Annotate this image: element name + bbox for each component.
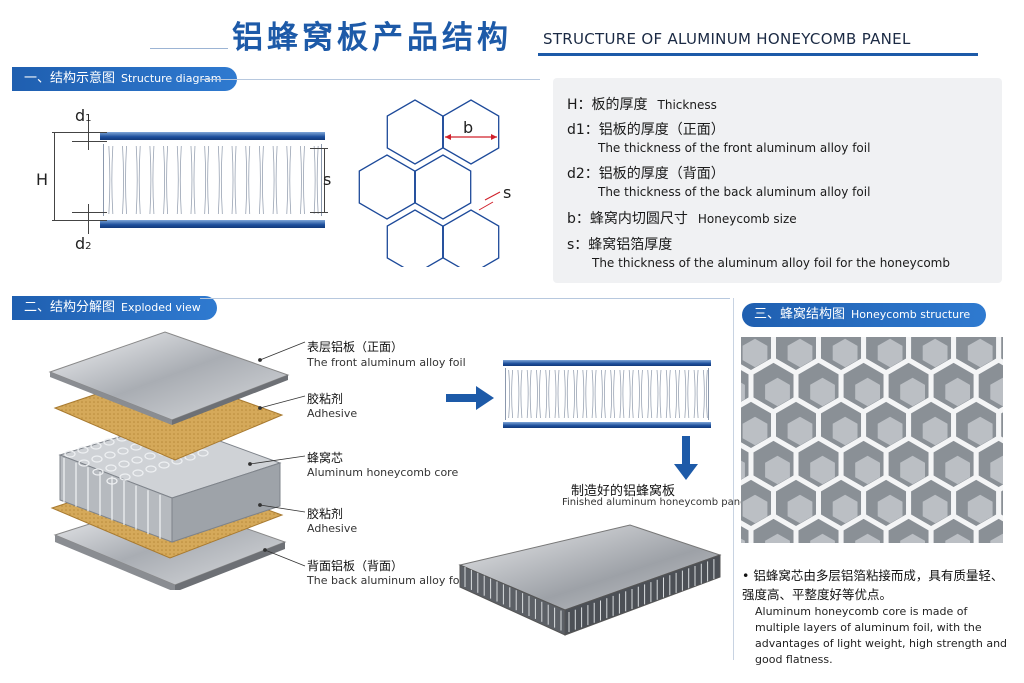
- layer-label-core-en: Aluminum honeycomb core: [307, 466, 459, 479]
- section2-label-zh: 二、结构分解图: [24, 300, 116, 315]
- page-title: 铝蜂窝板产品结构: [232, 20, 512, 56]
- cross-section-diagram: [100, 132, 325, 228]
- leader-lines: [248, 341, 306, 567]
- section1-header: 一、结构示意图 Structure diagram: [12, 67, 238, 91]
- dim-b: b: [463, 118, 474, 137]
- finished-caption-zh: 制造好的铝蜂窝板: [571, 484, 676, 499]
- layer-label-adhesive1-zh: 胶粘剂: [307, 392, 344, 406]
- assembled-section: [503, 360, 711, 428]
- layer-label-front-zh: 表层铝板（正面）: [307, 340, 404, 354]
- arrow-down-icon: [674, 436, 698, 480]
- section1-label-zh: 一、结构示意图: [24, 71, 116, 86]
- assembled-core-cells: [508, 369, 708, 419]
- layer-label-adhesive2-en: Adhesive: [307, 522, 358, 535]
- finished-caption-en: Finished aluminum honeycomb panel: [562, 497, 749, 508]
- layer-label-front-en: The front aluminum alloy foil: [307, 356, 466, 369]
- front-foil: [100, 132, 325, 140]
- section3-label-zh: 三、蜂窝结构图: [754, 307, 846, 322]
- legend-item-s: s：蜂窝铝箔厚度: [567, 237, 673, 253]
- legend-panel: [553, 78, 1002, 283]
- honeycomb-photo: [741, 337, 1003, 543]
- dim-s-hex: s: [503, 183, 512, 202]
- back-foil: [100, 220, 325, 228]
- core-cells: [108, 145, 319, 215]
- hexagon-grid-diagram: [358, 99, 501, 267]
- layer-label-adhesive1-en: Adhesive: [307, 407, 358, 420]
- bullet-marker: •: [742, 568, 750, 583]
- honeycomb-description-en: Aluminum honeycomb core is made of multi…: [755, 605, 1008, 666]
- layer-label-back-en: The back aluminum alloy foil: [307, 574, 466, 587]
- page-subtitle: STRUCTURE OF ALUMINUM HONEYCOMB PANEL: [543, 30, 911, 48]
- section2-label-en: Exploded view: [121, 301, 201, 314]
- section1-rule: [200, 79, 540, 80]
- layer-label-adhesive2-zh: 胶粘剂: [307, 507, 344, 521]
- section3-label-en: Honeycomb structure: [851, 308, 971, 321]
- legend-desc-d2: The thickness of the back aluminum alloy…: [598, 185, 871, 199]
- layer-label-back-zh: 背面铝板（背面）: [307, 559, 404, 573]
- honeycomb-core-layer: [58, 421, 282, 543]
- honeycomb-description-zh: • 铝蜂窝芯由多层铝箔粘接而成，具有质量轻、强度高、平整度好等优点。: [742, 568, 1004, 602]
- dim-H: H: [36, 170, 49, 189]
- dim-s: s: [323, 170, 332, 189]
- section1-label-en: Structure diagram: [121, 72, 222, 85]
- dim-d2: d2: [75, 234, 92, 253]
- dim-d1: d1: [75, 106, 92, 125]
- finished-panel-image: [458, 524, 722, 636]
- legend-desc-s: The thickness of the aluminum alloy foil…: [592, 256, 950, 270]
- title-underline: [538, 53, 978, 56]
- section3-header: 三、蜂窝结构图 Honeycomb structure: [742, 303, 987, 327]
- arrow-right-icon: [446, 386, 494, 410]
- section2-rule: [200, 298, 730, 299]
- dim-s-line: [310, 140, 330, 220]
- section2-header: 二、结构分解图 Exploded view: [12, 296, 217, 320]
- exploded-view-drawing: [48, 331, 290, 590]
- legend-desc-d1: The thickness of the front aluminum allo…: [598, 141, 871, 155]
- legend-item-d2: d2：铝板的厚度（背面）: [567, 166, 725, 182]
- honeycomb-photo-cells: [741, 337, 1003, 543]
- layer-label-core-zh: 蜂窝芯: [307, 451, 344, 465]
- section3-divider: [733, 298, 734, 660]
- honeycomb-core-section: [103, 144, 322, 216]
- title-decor-line: [150, 48, 228, 49]
- legend-item-d1: d1：铝板的厚度（正面）: [567, 122, 725, 138]
- dimension-annotations: [42, 104, 107, 264]
